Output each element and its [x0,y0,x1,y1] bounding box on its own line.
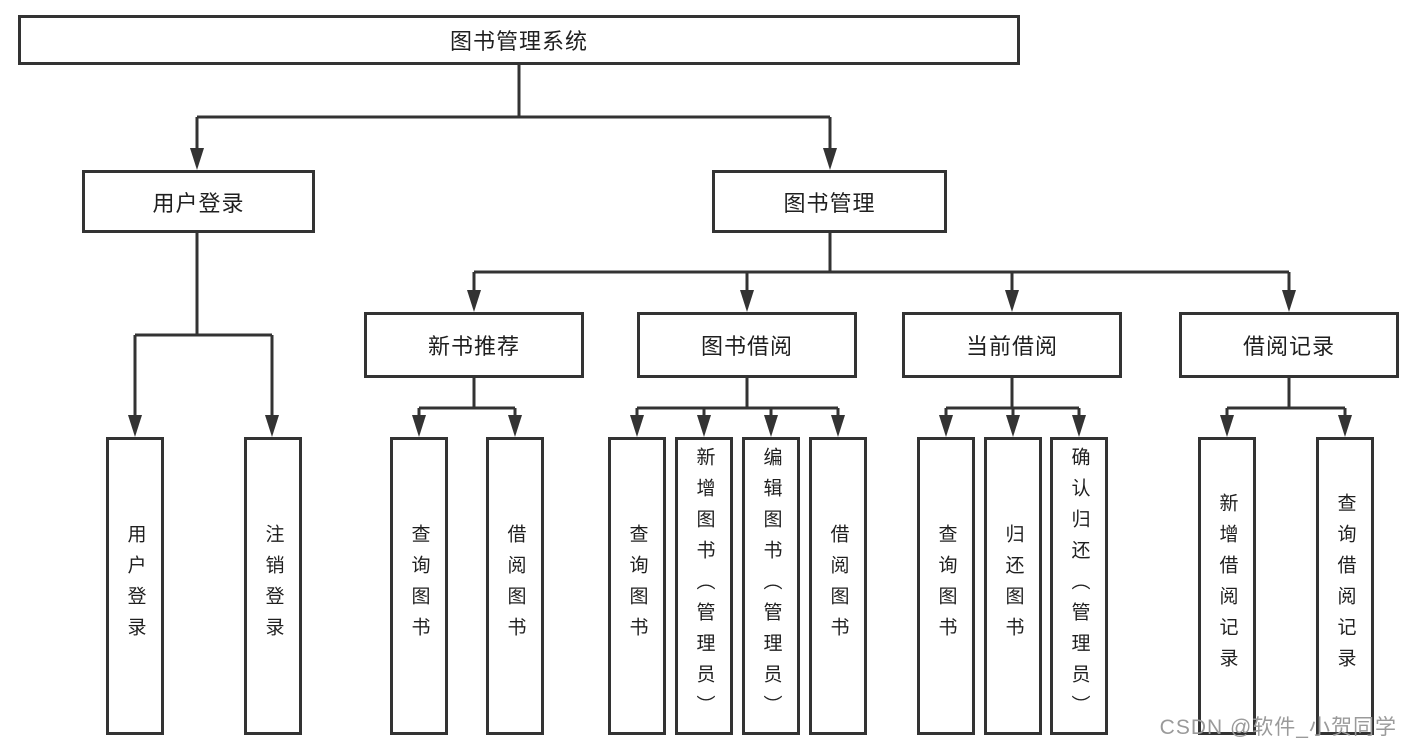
arrow-head [939,415,953,437]
arrow-head [764,415,778,437]
leaf-logout-login: 注销登录 [244,437,302,735]
node-system-root: 图书管理系统 [18,15,1020,65]
leaf-user-login: 用户登录 [106,437,164,735]
arrow-head [630,415,644,437]
arrow-head [1005,290,1019,312]
arrow-head [190,148,204,170]
leaf-query-books: 查询图书 [917,437,975,735]
arrow-head [508,415,522,437]
leaf-borrow-books: 借阅图书 [809,437,867,735]
arrow-head [265,415,279,437]
node-new-book-recommend: 新书推荐 [364,312,584,378]
node-borrow-records: 借阅记录 [1179,312,1399,378]
node-book-management: 图书管理 [712,170,947,233]
arrow-head [467,290,481,312]
arrow-head [128,415,142,437]
arrow-head [740,290,754,312]
leaf-return-book: 归还图书 [984,437,1042,735]
arrow-head [1006,415,1020,437]
arrow-heads [128,148,1352,437]
arrow-head [1220,415,1234,437]
leaf-borrow-books: 借阅图书 [486,437,544,735]
arrow-head [831,415,845,437]
node-book-borrowing: 图书借阅 [637,312,857,378]
leaf-query-books: 查询图书 [608,437,666,735]
leaf-query-borrow-record: 查询借阅记录 [1316,437,1374,735]
node-user-login: 用户登录 [82,170,315,233]
arrow-head [697,415,711,437]
arrow-head [823,148,837,170]
node-current-borrowing: 当前借阅 [902,312,1122,378]
leaf-add-borrow-record: 新增借阅记录 [1198,437,1256,735]
leaf-add-book-admin: 新增图书（管理员） [675,437,733,735]
arrow-head [1072,415,1086,437]
watermark: CSDN @软件_小贺同学 [1159,716,1397,739]
connector-lines [133,65,1347,416]
leaf-query-books: 查询图书 [390,437,448,735]
arrow-head [1282,290,1296,312]
leaf-confirm-return-admin: 确认归还（管理员） [1050,437,1108,735]
arrow-head [1338,415,1352,437]
leaf-edit-book-admin: 编辑图书（管理员） [742,437,800,735]
arrow-head [412,415,426,437]
